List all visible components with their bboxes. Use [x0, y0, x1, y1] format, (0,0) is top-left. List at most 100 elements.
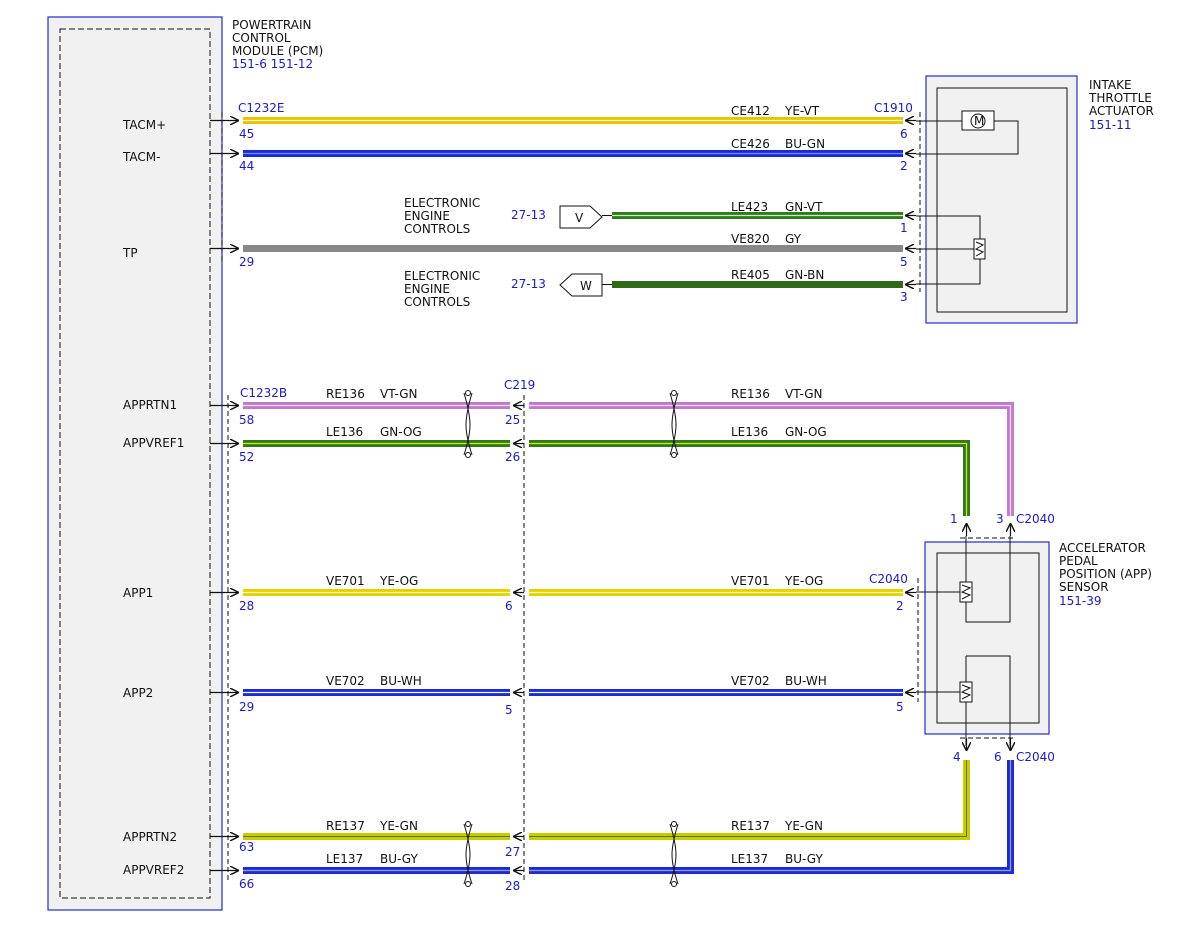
- circuit-le137-right: LE137: [731, 852, 768, 866]
- pin-le423-act: 1: [900, 221, 908, 235]
- pin-apprtn2-c219: 27: [505, 845, 520, 859]
- pcm-pin-tacm-minus: TACM-: [122, 150, 160, 164]
- eec-upper-line-3: CONTROLS: [404, 222, 470, 236]
- circuit-re137-right-color: YE-GN: [784, 819, 823, 833]
- app-sensor-ref: 151-39: [1059, 594, 1102, 608]
- app-sensor-title-line-3: POSITION (APP): [1059, 567, 1152, 581]
- circuit-ce412: CE412: [731, 104, 770, 118]
- pin-tp-act: 5: [900, 255, 908, 269]
- wire-ve701: [210, 589, 916, 596]
- pin-apprtn2-pcm: 63: [239, 840, 254, 854]
- pcm-pin-tp: TP: [122, 246, 138, 260]
- pin-app1-c219: 6: [505, 599, 513, 613]
- circuit-ve701-left: VE701: [326, 574, 365, 588]
- twisted-pair-symbol-lower: [463, 821, 679, 887]
- app-sensor-title-line-2: PEDAL: [1059, 554, 1098, 568]
- pcm-module: [47, 16, 223, 911]
- circuit-le136-right: LE136: [731, 425, 768, 439]
- eec-upper-line-2: ENGINE: [404, 209, 450, 223]
- wire-le137: [210, 738, 1014, 874]
- pcm-pin-appvref2: APPVREF2: [123, 863, 184, 877]
- pcm-refs: 151-6 151-12: [232, 57, 313, 71]
- circuit-ve701-right: VE701: [731, 574, 770, 588]
- motor-label: M: [974, 114, 984, 128]
- circuit-re136-left: RE136: [326, 387, 365, 401]
- connector-c2040-bottom-label: C2040: [1016, 750, 1055, 764]
- circuit-ce412-color: YE-VT: [784, 104, 820, 118]
- eec-lower-line-1: ELECTRONIC: [404, 269, 480, 283]
- circuit-le136-right-color: GN-OG: [785, 425, 827, 439]
- pin-appvref2-c219: 28: [505, 879, 520, 893]
- circuit-le137-left-color: BU-GY: [380, 852, 418, 866]
- pin-app-3: 3: [996, 512, 1004, 526]
- circuit-ce426: CE426: [731, 137, 770, 151]
- actuator-ref: 151-11: [1089, 118, 1132, 132]
- circuit-ve702-right-color: BU-WH: [785, 674, 827, 688]
- pin-app-4: 4: [953, 750, 961, 764]
- pin-apprtn1-c219: 25: [505, 413, 520, 427]
- wire-ce426: [210, 150, 916, 157]
- pin-apprtn1-pcm: 58: [239, 413, 254, 427]
- pcm-title: POWERTRAIN CONTROL MODULE (PCM) 151-6 15…: [232, 18, 323, 71]
- pin-re405-act: 3: [900, 290, 908, 304]
- pcm-pin-tacm-plus: TACM+: [122, 118, 166, 132]
- pcm-title-line-1: POWERTRAIN: [232, 18, 312, 32]
- pin-appvref1-c219: 26: [505, 450, 520, 464]
- eec-connector-v: V: [559, 205, 603, 229]
- pcm-pin-apprtn1: APPRTN1: [123, 398, 177, 412]
- circuit-ve820-color: GY: [785, 232, 802, 246]
- circuit-le423-color: GN-VT: [785, 200, 823, 214]
- pin-app-6: 6: [994, 750, 1002, 764]
- wire-re137: [210, 738, 970, 840]
- wire-ce412: [210, 117, 916, 124]
- pin-tacm-plus-act: 6: [900, 127, 908, 141]
- circuit-le136-left: LE136: [326, 425, 363, 439]
- eec-lower-line-3: CONTROLS: [404, 295, 470, 309]
- wire-le136: [210, 440, 970, 536]
- actuator-title-line-1: INTAKE: [1089, 78, 1132, 92]
- circuit-ve701-left-color: YE-OG: [379, 574, 418, 588]
- pin-app2-pcm: 29: [239, 700, 254, 714]
- pcm-pin-app1: APP1: [123, 586, 153, 600]
- pcm-title-line-3: MODULE (PCM): [232, 44, 323, 58]
- pin-appvref2-pcm: 66: [239, 877, 254, 891]
- app-sensor-title: ACCELERATOR PEDAL POSITION (APP) SENSOR …: [1059, 541, 1152, 608]
- pcm-pin-apprtn2: APPRTN2: [123, 830, 177, 844]
- circuit-re136-left-color: VT-GN: [380, 387, 417, 401]
- pin-app2-c219: 5: [505, 703, 513, 717]
- pcm-pin-appvref1: APPVREF1: [123, 436, 184, 450]
- connector-c219-label: C219: [504, 378, 535, 392]
- pin-tacm-minus-act: 2: [900, 159, 908, 173]
- pin-app2-sensor: 5: [896, 700, 904, 714]
- app-sensor-title-line-4: SENSOR: [1059, 580, 1109, 594]
- circuit-re405: RE405: [731, 268, 770, 282]
- app-sensor: [916, 536, 1050, 746]
- circuit-re137-left-color: YE-GN: [379, 819, 418, 833]
- circuit-ve702-right: VE702: [731, 674, 770, 688]
- pcm-pin-labels: TACM+ TACM- TP APPRTN1 APPVREF1 APP1 APP…: [122, 118, 184, 877]
- circuit-re136-right: RE136: [731, 387, 770, 401]
- throttle-actuator: M: [916, 75, 1078, 324]
- pin-tacm-plus-pcm: 45: [239, 127, 254, 141]
- pcm-pin-app2: APP2: [123, 686, 153, 700]
- circuit-ve701-right-color: YE-OG: [784, 574, 823, 588]
- circuit-re137-left: RE137: [326, 819, 365, 833]
- pin-tacm-minus-pcm: 44: [239, 159, 254, 173]
- actuator-title: INTAKE THROTTLE ACTUATOR 151-11: [1088, 78, 1154, 132]
- wire-ve702: [210, 689, 916, 696]
- circuit-ce426-color: BU-GN: [785, 137, 825, 151]
- wire-ve820: [210, 245, 916, 252]
- wire-re136: [210, 402, 1014, 536]
- pin-app-1: 1: [950, 512, 958, 526]
- eec-connector-w-label: W: [580, 279, 592, 293]
- pin-tp-pcm: 29: [239, 255, 254, 269]
- connector-c1232e-label: C1232E: [238, 101, 285, 115]
- actuator-title-line-2: THROTTLE: [1088, 91, 1152, 105]
- actuator-title-line-3: ACTUATOR: [1089, 104, 1154, 118]
- circuit-le423: LE423: [731, 200, 768, 214]
- eec-upper-ref: 27-13: [511, 208, 546, 222]
- connector-c1232b-label: C1232B: [240, 386, 287, 400]
- circuit-re136-right-color: VT-GN: [785, 387, 822, 401]
- circuit-re137-right: RE137: [731, 819, 770, 833]
- circuit-le137-right-color: BU-GY: [785, 852, 823, 866]
